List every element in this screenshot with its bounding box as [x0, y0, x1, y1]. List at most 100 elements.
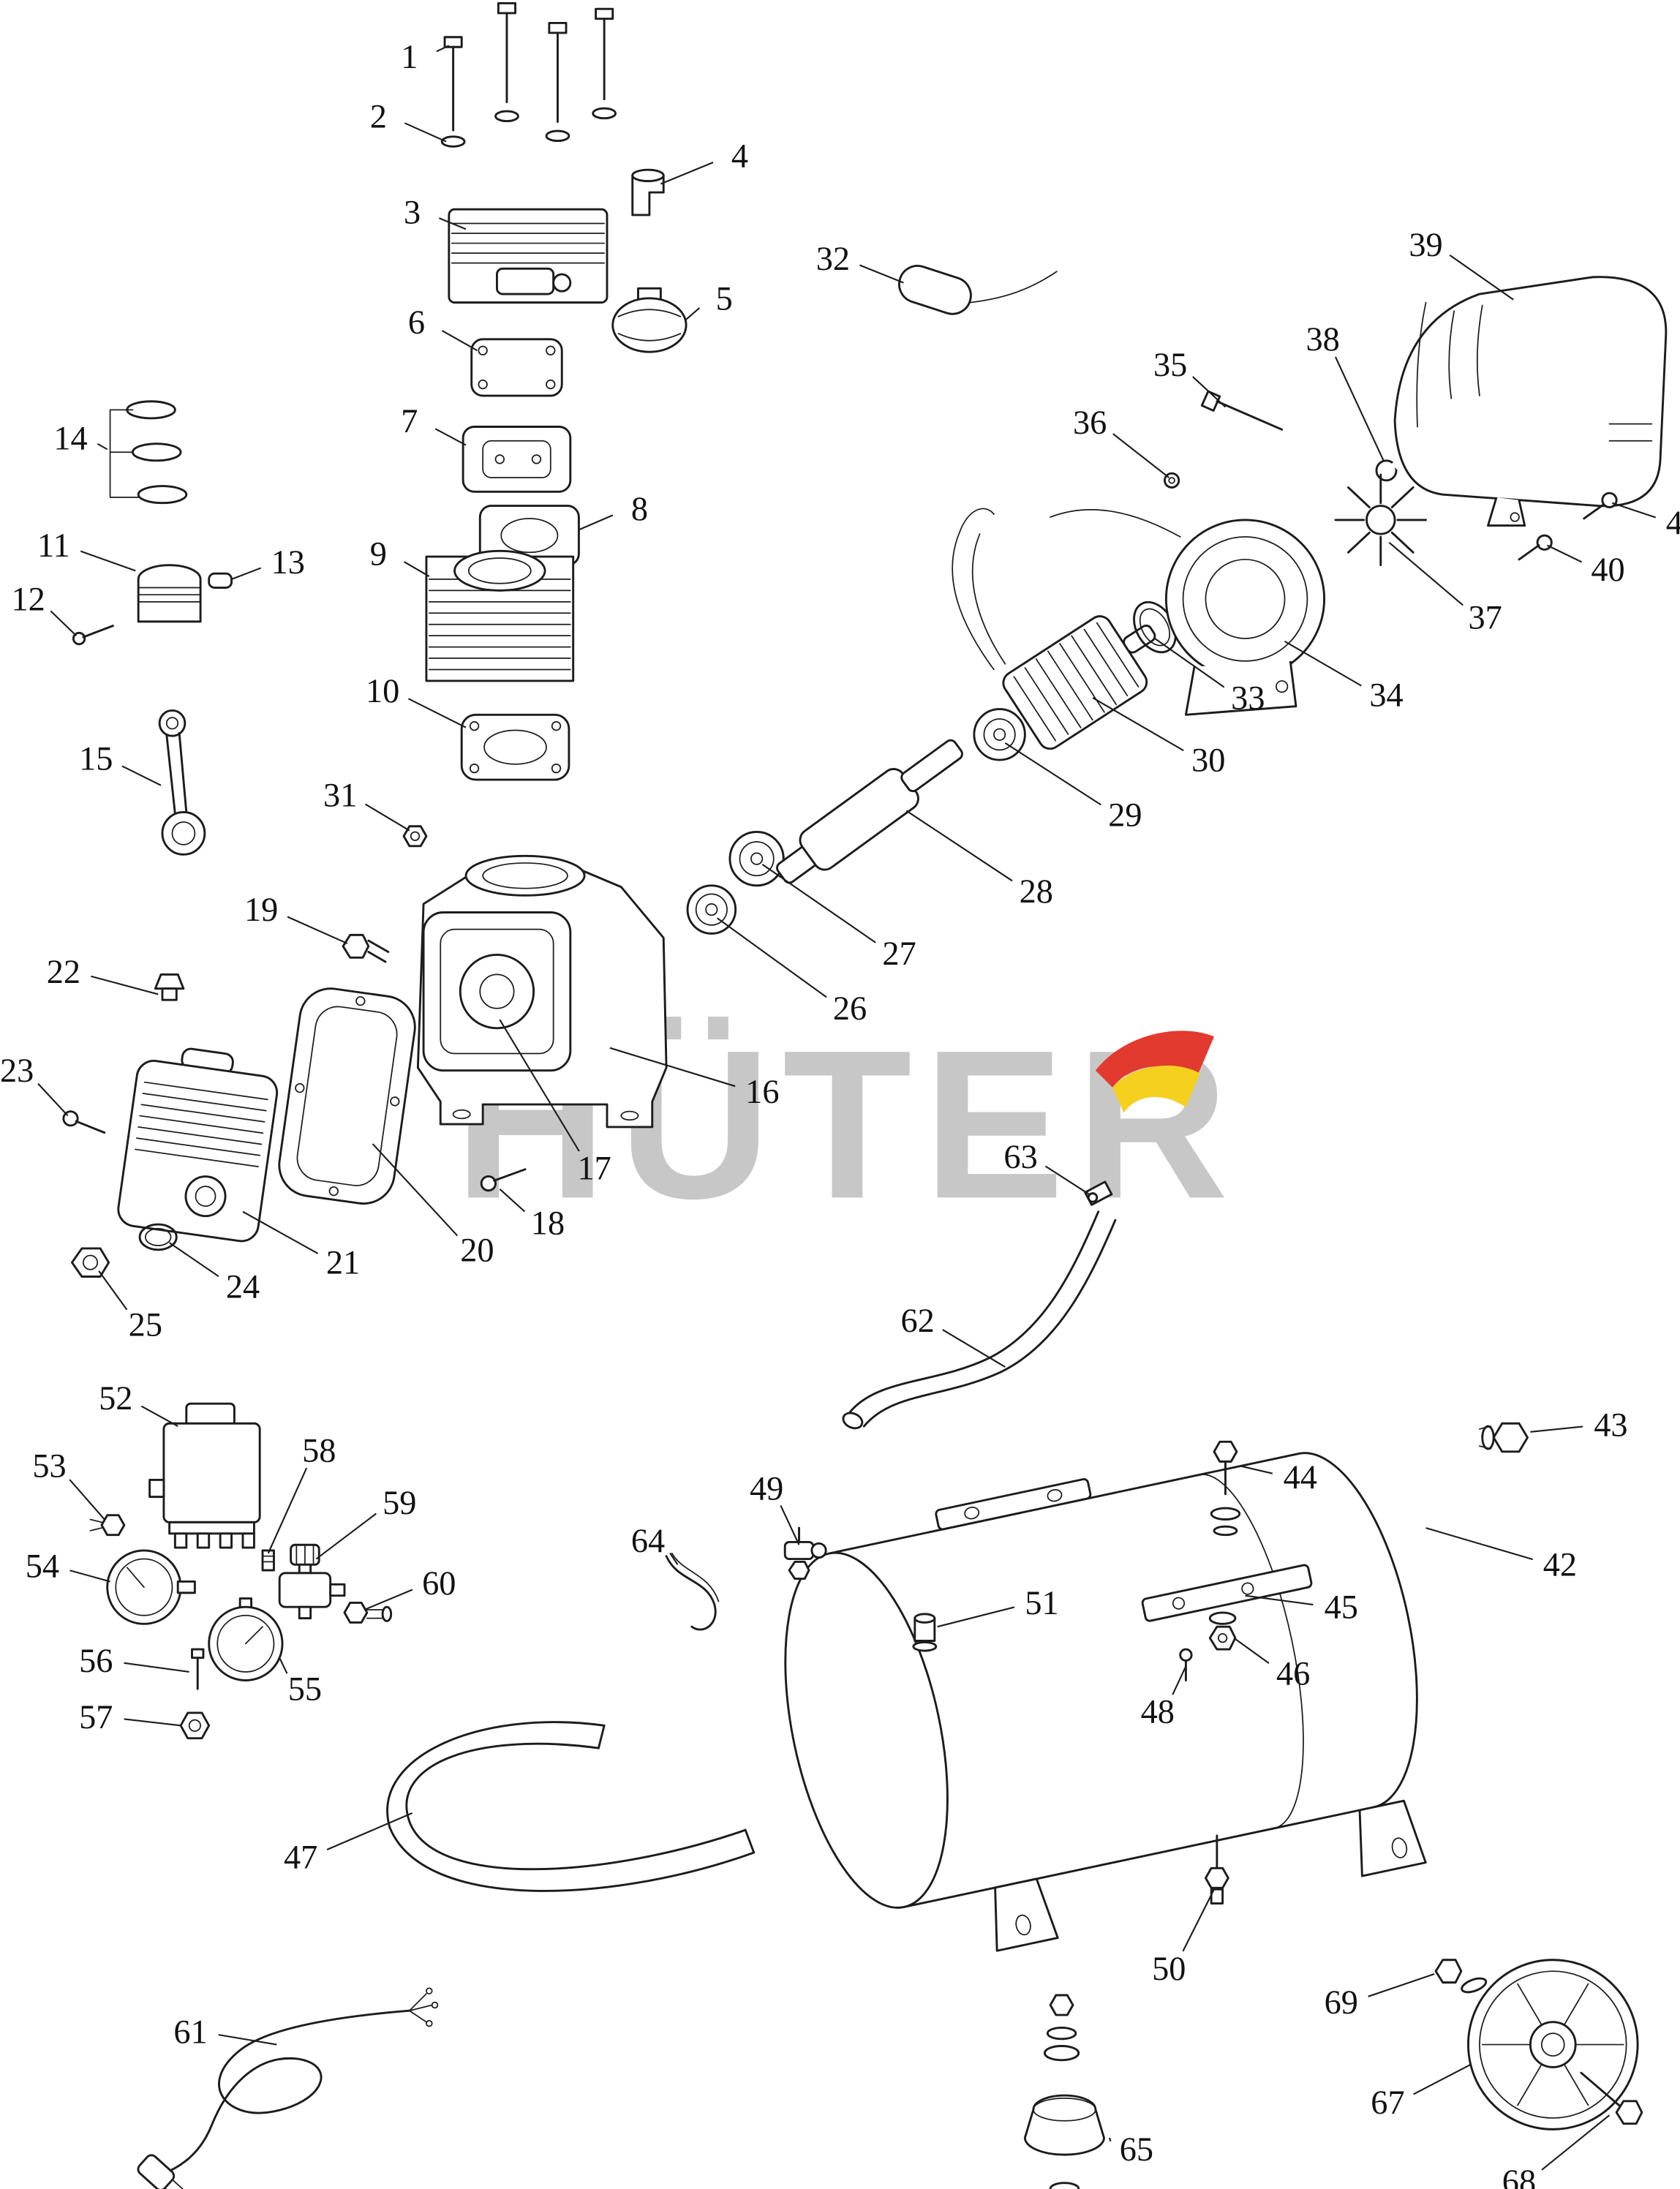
part-35-long-bolt [1200, 390, 1284, 431]
part-number-label-44: 44 [1284, 1459, 1317, 1496]
leader-line-59 [315, 1512, 377, 1560]
part-23-screw [62, 1110, 106, 1134]
part-38-circlip [1375, 459, 1401, 482]
part-number-label-2: 2 [370, 98, 387, 135]
part-50-drain-valve [1204, 1834, 1229, 1904]
part-number-label-45: 45 [1325, 1589, 1358, 1627]
leader-line-60 [364, 1589, 413, 1611]
part-number-label-7: 7 [401, 403, 418, 440]
part-43-tank-plug [1479, 1422, 1529, 1453]
part-13-piston-pin [208, 572, 233, 589]
part-65-rubber-foot-stack [1023, 1994, 1105, 2156]
part-number-label-4: 4 [731, 137, 748, 175]
part-number-label-13: 13 [271, 544, 305, 581]
part-number-label-48: 48 [1141, 1693, 1175, 1730]
part-number-label-14: 14 [53, 420, 87, 457]
part-14-piston-rings [109, 400, 188, 505]
leader-line-18 [499, 1188, 526, 1213]
part-number-label-61: 61 [173, 2014, 207, 2052]
flag-yellow-swoosh [1112, 1066, 1200, 1113]
part-64-relief-tube [665, 1552, 720, 1631]
part-12-pin-screw [72, 625, 114, 646]
part-10-cylinder-gasket [460, 713, 570, 781]
leader-line-50 [1182, 1888, 1215, 1952]
leader-line-62 [942, 1329, 1006, 1368]
part-number-label-64: 64 [631, 1523, 665, 1560]
leader-line-25 [98, 1270, 128, 1311]
part-24-o-ring [138, 1223, 178, 1251]
part-32-capacitor [898, 265, 1058, 315]
part-number-label-24: 24 [226, 1268, 260, 1306]
part-20-cover-gasket [278, 987, 416, 1205]
leader-line-6 [441, 330, 478, 352]
leader-line-26 [716, 917, 827, 998]
leader-line-9 [404, 561, 430, 578]
leader-line-32 [859, 264, 904, 284]
part-number-label-58: 58 [302, 1432, 336, 1469]
motor-wires [952, 508, 1181, 671]
leader-line-24 [169, 1242, 219, 1278]
part-number-label-52: 52 [99, 1380, 132, 1417]
part-52-pressure-switch [148, 1402, 261, 1549]
leader-line-20 [372, 1143, 459, 1237]
part-number-label-18: 18 [531, 1205, 565, 1243]
part-number-label-22: 22 [47, 954, 80, 991]
leader-line-52 [140, 1405, 178, 1428]
part-1-head-bolts [443, 1, 614, 132]
part-48-screw [1179, 1648, 1193, 1682]
part-number-label-23: 23 [0, 1052, 34, 1090]
part-30-rotor [1002, 615, 1156, 750]
part-number-label-42: 42 [1543, 1547, 1577, 1584]
part-46-nut [1208, 1625, 1237, 1651]
part-number-label-33: 33 [1231, 680, 1265, 717]
leader-line-57 [124, 1718, 181, 1727]
leader-line-61 [218, 2034, 277, 2046]
part-number-label-9: 9 [370, 536, 387, 573]
part-number-label-17: 17 [577, 1150, 611, 1187]
part-57-nut [179, 1711, 211, 1740]
part-number-label-54: 54 [26, 1548, 59, 1586]
leader-line-3 [439, 217, 467, 230]
flag-red-swoosh [1095, 1031, 1215, 1088]
part-6-head-gasket [470, 338, 563, 397]
part-31-nut [402, 825, 428, 848]
leader-line-11 [80, 550, 136, 572]
part-number-label-50: 50 [1152, 1951, 1186, 1988]
part-number-label-10: 10 [366, 673, 399, 710]
leader-line-13 [231, 567, 262, 580]
leader-line-12 [50, 610, 77, 636]
leader-line-34 [1284, 640, 1362, 687]
part-number-label-40: 40 [1591, 551, 1624, 589]
part-number-label-43: 43 [1594, 1407, 1627, 1444]
part-number-label-29: 29 [1108, 797, 1142, 834]
leader-line-53 [69, 1479, 105, 1521]
leader-line-54 [69, 1570, 110, 1583]
leader-line-30 [1092, 697, 1184, 752]
leader-line-14 [97, 442, 108, 451]
part-69-axle-nut [1434, 1959, 1488, 1994]
leader-line-5 [685, 307, 701, 320]
leader-line-69 [1368, 1973, 1435, 1997]
part-number-label-39: 39 [1409, 227, 1442, 264]
leader-line-68 [1541, 2114, 1611, 2171]
part-49-check-valve-fitting [783, 1526, 827, 1580]
part-number-label-57: 57 [79, 1699, 113, 1736]
part-number-label-55: 55 [288, 1671, 322, 1708]
part-number-label-49: 49 [750, 1470, 783, 1507]
leader-line-15 [121, 765, 162, 786]
part-59-regulator [278, 1543, 346, 1620]
part-number-label-30: 30 [1191, 742, 1225, 779]
part-number-label-31: 31 [323, 777, 357, 815]
part-number-label-69: 69 [1325, 1984, 1358, 2022]
leader-line-43 [1530, 1425, 1583, 1433]
leader-line-48 [1172, 1665, 1187, 1695]
part-number-label-3: 3 [404, 195, 421, 232]
part-67-wheel [1467, 1959, 1639, 2130]
part-19-plug-fitting [342, 933, 390, 963]
leader-line-7 [434, 428, 467, 446]
leader-line-21 [242, 1210, 319, 1254]
part-3-cylinder-head [448, 208, 609, 304]
leader-line-37 [1388, 541, 1464, 606]
part-37-fan [1334, 473, 1428, 567]
part-number-label-16: 16 [745, 1074, 779, 1111]
